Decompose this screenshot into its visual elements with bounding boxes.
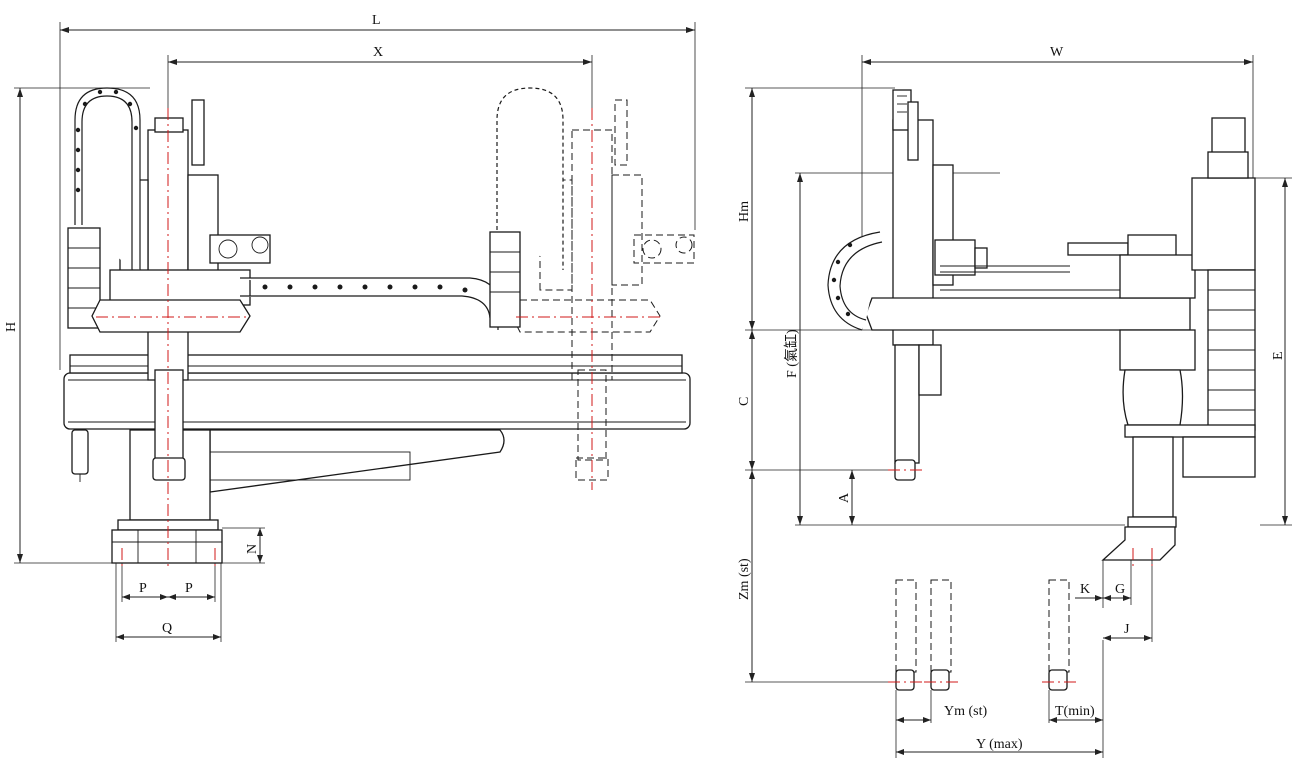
label-G: G: [1115, 582, 1125, 597]
label-Q: Q: [162, 621, 172, 636]
drive-motor-housing: [1191, 177, 1256, 271]
dim-G: G: [1103, 560, 1132, 605]
cable-chain-right: [496, 87, 564, 270]
phantom-arms: [895, 579, 1070, 691]
label-N: N: [245, 544, 260, 554]
side-horizontal-beam: [865, 297, 1191, 331]
label-P-left: P: [139, 581, 147, 596]
dim-F: F (氣缸): [783, 172, 1125, 526]
label-H: H: [4, 322, 19, 332]
dim-Hm: Hm: [737, 87, 895, 331]
dim-K: K: [1075, 560, 1104, 608]
base-plate: [111, 529, 223, 564]
label-E: E: [1271, 351, 1286, 360]
dim-Ymax: Y (max): [896, 737, 1103, 755]
side-view: W Hm C Zm (st): [737, 45, 1292, 758]
front-view: L X H: [4, 13, 696, 642]
dim-E: E: [1255, 177, 1292, 526]
cable-box-right: [489, 231, 521, 328]
label-Tmin: T(min): [1055, 704, 1095, 719]
label-Hm: Hm: [737, 201, 752, 222]
side-base-plate: [1101, 526, 1176, 561]
dim-Q: Q: [115, 563, 222, 642]
label-C: C: [737, 397, 752, 406]
dim-J: J: [1103, 560, 1153, 642]
dim-L: L: [59, 13, 696, 370]
dim-N: N: [222, 527, 265, 564]
label-Ymax: Y (max): [976, 737, 1023, 752]
label-W: W: [1050, 45, 1064, 60]
label-Ym: Ym (st): [944, 704, 988, 719]
dim-H: H: [4, 87, 150, 564]
dim-A: A: [837, 470, 855, 525]
dim-Ym: Ym (st): [895, 690, 988, 758]
label-P-right: P: [185, 581, 193, 596]
side-support-column: [1132, 436, 1174, 518]
label-A: A: [837, 492, 852, 503]
label-K: K: [1080, 582, 1090, 597]
dim-Zm: Zm (st): [737, 470, 898, 683]
dim-C: C: [737, 330, 898, 471]
dim-P: P P: [121, 563, 216, 602]
label-Zm: Zm (st): [737, 558, 752, 600]
label-F: F (氣缸): [783, 329, 800, 378]
label-L: L: [372, 13, 381, 28]
label-X: X: [373, 45, 383, 60]
chain-links-left: [75, 89, 139, 193]
dim-Tmin: T(min): [1048, 640, 1104, 758]
label-J: J: [1124, 622, 1130, 637]
